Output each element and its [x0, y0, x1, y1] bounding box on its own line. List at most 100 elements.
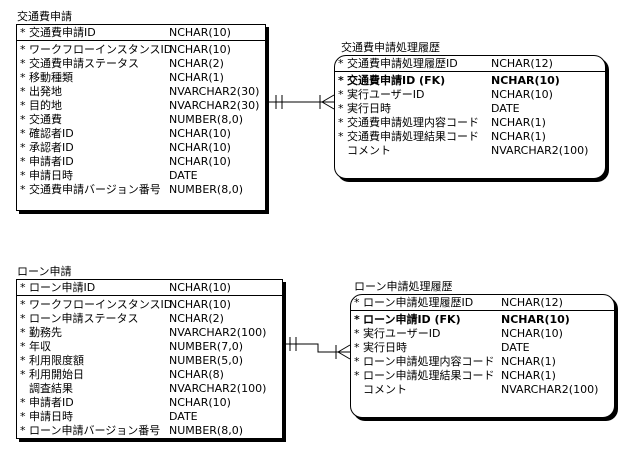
attribute-name: 交通費申請ステータス	[29, 57, 139, 70]
attribute-type: NVARCHAR2(100)	[169, 382, 267, 395]
attribute-type: NCHAR(10)	[169, 141, 231, 154]
required-marker: *	[338, 57, 344, 70]
attribute-type: NCHAR(10)	[491, 74, 560, 87]
attribute-type: NUMBER(8,0)	[169, 183, 243, 196]
attribute-type: NVARCHAR2(100)	[501, 383, 599, 396]
required-marker: *	[20, 340, 26, 353]
required-marker: *	[20, 281, 26, 294]
attribute-type: DATE	[169, 169, 198, 182]
required-marker: *	[20, 141, 26, 154]
required-marker: *	[338, 102, 344, 115]
attribute-name: 交通費申請ID	[29, 26, 96, 39]
relationship-loan	[283, 337, 351, 360]
attribute-name: 交通費	[29, 113, 62, 126]
attribute-type: NCHAR(1)	[491, 116, 546, 129]
attribute-type: NVARCHAR2(30)	[169, 99, 260, 112]
attribute-name: 利用開始日	[29, 368, 84, 381]
required-marker: *	[338, 74, 344, 87]
attribute-type: NCHAR(10)	[169, 298, 231, 311]
attribute-name: 出発地	[29, 85, 62, 98]
attribute-name: 目的地	[29, 99, 62, 112]
attribute-row[interactable]: *実行日時 DATE	[335, 102, 605, 116]
required-marker: *	[20, 326, 26, 339]
required-marker: *	[20, 57, 26, 70]
attribute-name: 実行日時	[347, 102, 391, 115]
attribute-row[interactable]: *ローン申請ID (FK)NCHAR(10)	[351, 313, 614, 327]
attribute-row[interactable]: *交通費申請ID (FK) NCHAR(10)	[335, 74, 605, 88]
attribute-name: 交通費申請処理結果コード	[347, 130, 479, 143]
required-marker: *	[20, 43, 26, 56]
attribute-name: ローン申請処理履歴ID	[363, 296, 474, 309]
attribute-name: 交通費申請処理履歴ID	[347, 57, 458, 70]
required-marker: *	[20, 312, 26, 325]
required-marker: *	[20, 85, 26, 98]
attribute-type: NCHAR(10)	[169, 396, 231, 409]
attribute-name: ローン申請ID (FK)	[363, 313, 461, 326]
required-marker: *	[20, 71, 26, 84]
required-marker: *	[354, 296, 360, 309]
attribute-row[interactable]: *交通費申請ステータス NCHAR(2)	[17, 57, 265, 71]
attribute-name: ワークフローインスタンスID	[29, 298, 173, 311]
required-marker: *	[20, 99, 26, 112]
entity-title-loan: ローン申請	[17, 265, 72, 278]
required-marker: *	[20, 410, 26, 423]
attribute-type: NUMBER(5,0)	[169, 354, 243, 367]
entity-title-travel-history: 交通費申請処理履歴	[341, 41, 440, 54]
required-marker: *	[20, 368, 26, 381]
attribute-type: NCHAR(2)	[169, 57, 224, 70]
attribute-row[interactable]: *目的地 NVARCHAR2(30)	[17, 99, 265, 113]
attribute-row[interactable]: *出発地 NVARCHAR2(30)	[17, 85, 265, 99]
attribute-name: 利用限度額	[29, 354, 84, 367]
required-marker: *	[338, 116, 344, 129]
attribute-type: NCHAR(10)	[169, 43, 231, 56]
attribute-type: NVARCHAR2(30)	[169, 85, 260, 98]
required-marker: *	[20, 298, 26, 311]
attribute-type: DATE	[501, 341, 530, 354]
attribute-name: ローン申請バージョン番号	[29, 424, 161, 437]
attribute-type: DATE	[491, 102, 520, 115]
attribute-name: 交通費申請ID (FK)	[347, 74, 446, 87]
attribute-type: NCHAR(10)	[501, 327, 563, 340]
required-marker: *	[354, 327, 360, 340]
